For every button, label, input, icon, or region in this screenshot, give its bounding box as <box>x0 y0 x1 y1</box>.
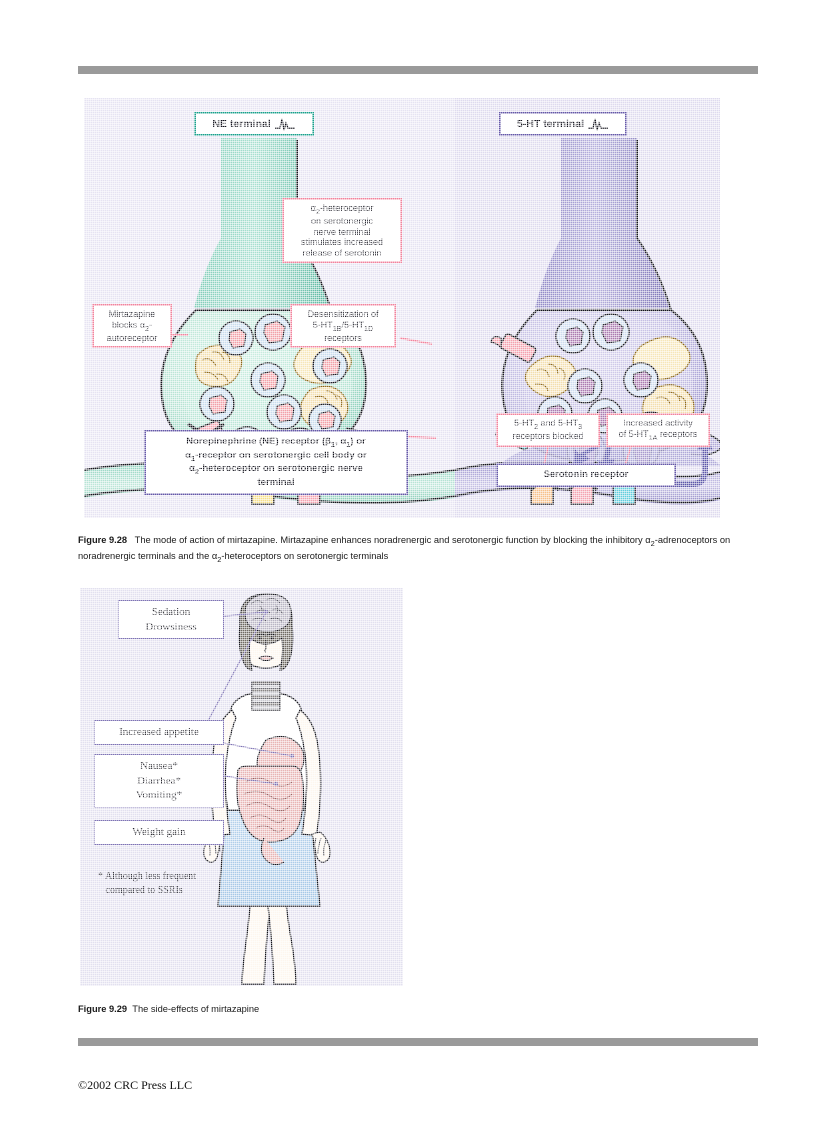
figure-9-28-caption: Figure 9.28 The mode of action of mirtaz… <box>78 535 731 564</box>
ne-terminal-label: NE terminal <box>212 118 271 130</box>
callout-increased-appetite: Increased appetite <box>94 720 224 745</box>
figure-9-29-footnote: * Although less frequent compared to SSR… <box>98 871 197 896</box>
figure-9-29-caption: Figure 9.29 The side-effects of mirtazap… <box>78 1003 758 1016</box>
ht-terminal-label: 5-HT terminal <box>516 118 585 130</box>
serotonin-receptor-label: Serotonin receptor <box>543 469 629 480</box>
figure-9-29-caption-label: Figure 9.29 <box>78 1004 128 1014</box>
spike-waveform-icon <box>274 118 295 131</box>
copyright-notice: ©2002 CRC Press LLC <box>78 1078 193 1092</box>
ht-terminal-title-box: 5-HT terminal <box>499 112 627 136</box>
legend-serotonin-receptor: Serotonin receptor <box>496 463 676 488</box>
top-divider-rule <box>78 66 758 74</box>
ne-terminal-title-box: NE terminal <box>194 112 314 136</box>
callout-weight-gain: Weight gain <box>94 820 224 845</box>
legend-ne-receptor: Norepinephrine (NE) receptor (β1, α1) or… <box>144 430 408 496</box>
callout-gi-effects: Nausea*Diarrhea*Vomiting* <box>94 754 224 808</box>
figure-9-29-caption-text: The side-effects of mirtazapine <box>132 1004 260 1014</box>
bottom-divider-rule <box>78 1038 758 1046</box>
ht-terminal-illustration <box>455 138 720 505</box>
figure-9-28-caption-label: Figure 9.28 <box>78 535 128 545</box>
spike-waveform-icon <box>588 118 609 131</box>
